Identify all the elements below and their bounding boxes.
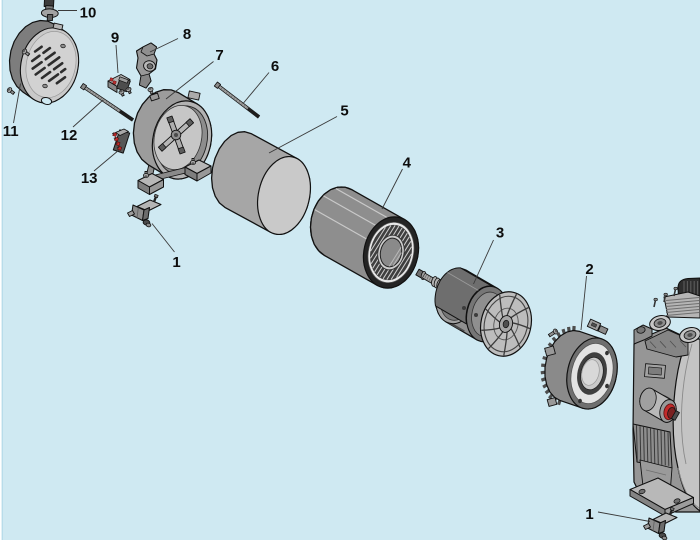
callout-label-rotor-cover: 5 xyxy=(340,103,348,120)
part-5-rotor-cover xyxy=(210,131,312,236)
part-7-stator-housing xyxy=(132,89,213,195)
part-10-bolt xyxy=(40,0,59,22)
callout-label-vibration-mount-left: 1 xyxy=(172,254,180,271)
callout-label-avr-unit: 8 xyxy=(183,26,191,43)
callout-label-stud-bolt-short: 6 xyxy=(271,58,279,75)
part-9-brush-holder xyxy=(107,74,132,97)
left-edge-strip xyxy=(0,0,2,540)
leader-line-rotor xyxy=(473,239,494,285)
leader-line-avr-unit xyxy=(149,38,179,53)
leader-line-stud-bolt-long xyxy=(72,99,104,128)
part-13-terminal-block xyxy=(112,128,131,154)
leader-line-rotor-cover xyxy=(268,116,338,154)
callout-label-stator-housing: 7 xyxy=(215,47,223,64)
leader-line-bearing-bracket xyxy=(580,275,587,331)
part-engine xyxy=(629,277,700,517)
part-2-bearing-bracket xyxy=(540,318,618,410)
leader-line-vibration-mount-left xyxy=(151,223,175,253)
leader-line-stator xyxy=(381,168,403,210)
leader-line-brush-holder xyxy=(115,44,119,74)
callout-label-terminal-block: 13 xyxy=(81,170,98,187)
callout-label-stud-bolt-long: 12 xyxy=(61,127,78,144)
leader-line-end-cover xyxy=(13,83,21,124)
part-4-stator xyxy=(309,186,420,289)
part-11-end-cover xyxy=(6,19,80,106)
part-1-vibration-mount-left xyxy=(127,193,162,228)
part-3-rotor xyxy=(415,267,533,357)
callout-label-vibration-mount-right: 1 xyxy=(585,506,593,523)
leader-line-stator-housing xyxy=(165,61,214,100)
part-6-stud-bolt-short xyxy=(213,81,261,119)
part-screw-bracket xyxy=(547,328,559,338)
leader-line-stud-bolt-short xyxy=(243,72,270,104)
callout-label-bolt: 10 xyxy=(80,5,97,22)
callout-label-brush-holder: 9 xyxy=(111,30,119,47)
callout-label-end-cover: 11 xyxy=(3,123,19,140)
callout-label-bearing-bracket: 2 xyxy=(585,261,593,278)
leader-line-terminal-block xyxy=(93,149,120,172)
leader-line-vibration-mount-right xyxy=(597,511,651,522)
callout-label-rotor: 3 xyxy=(496,225,504,242)
part-1-vibration-mount-right xyxy=(643,506,678,540)
part-12-stud-bolt-long xyxy=(80,83,135,122)
part-8-avr-unit xyxy=(135,42,158,95)
callout-label-stator: 4 xyxy=(403,155,412,172)
